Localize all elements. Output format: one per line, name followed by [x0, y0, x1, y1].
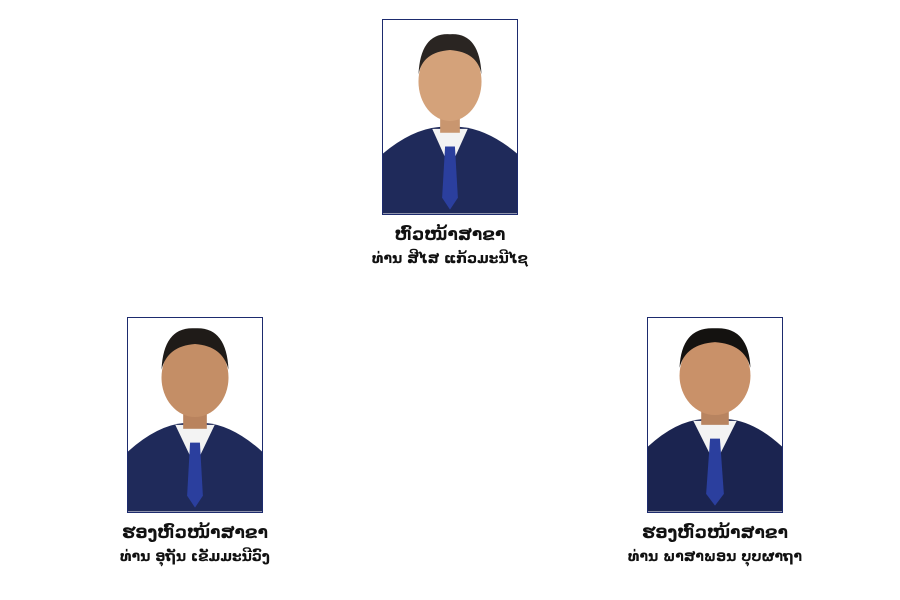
- position-title: ຫົວໜ້າສາຂາ: [394, 225, 506, 245]
- portrait-icon: [648, 318, 782, 512]
- portrait-photo: [382, 19, 518, 215]
- portrait-photo: [647, 317, 783, 513]
- person-name: ທ່ານ ອຸຖັນ ເຂັມມະນີວົງ: [120, 549, 270, 565]
- position-title: ຮອງຫົວໜ້າສາຂາ: [121, 523, 268, 543]
- person-name: ທ່ານ ພາສາພອນ ບຸບຜາຖາ: [627, 549, 803, 565]
- person-name: ທ່ານ ສີໄສ ແກ້ວມະນີໄຊ: [372, 251, 528, 267]
- person-card-deputy-2: ຮອງຫົວໜ້າສາຂາ ທ່ານ ພາສາພອນ ບຸບຜາຖາ: [565, 317, 865, 565]
- person-card-chief: ຫົວໜ້າສາຂາ ທ່ານ ສີໄສ ແກ້ວມະນີໄຊ: [300, 19, 600, 267]
- person-card-deputy-1: ຮອງຫົວໜ້າສາຂາ ທ່ານ ອຸຖັນ ເຂັມມະນີວົງ: [45, 317, 345, 565]
- portrait-photo: [127, 317, 263, 513]
- portrait-icon: [128, 318, 262, 512]
- position-title: ຮອງຫົວໜ້າສາຂາ: [641, 523, 788, 543]
- portrait-icon: [383, 20, 517, 214]
